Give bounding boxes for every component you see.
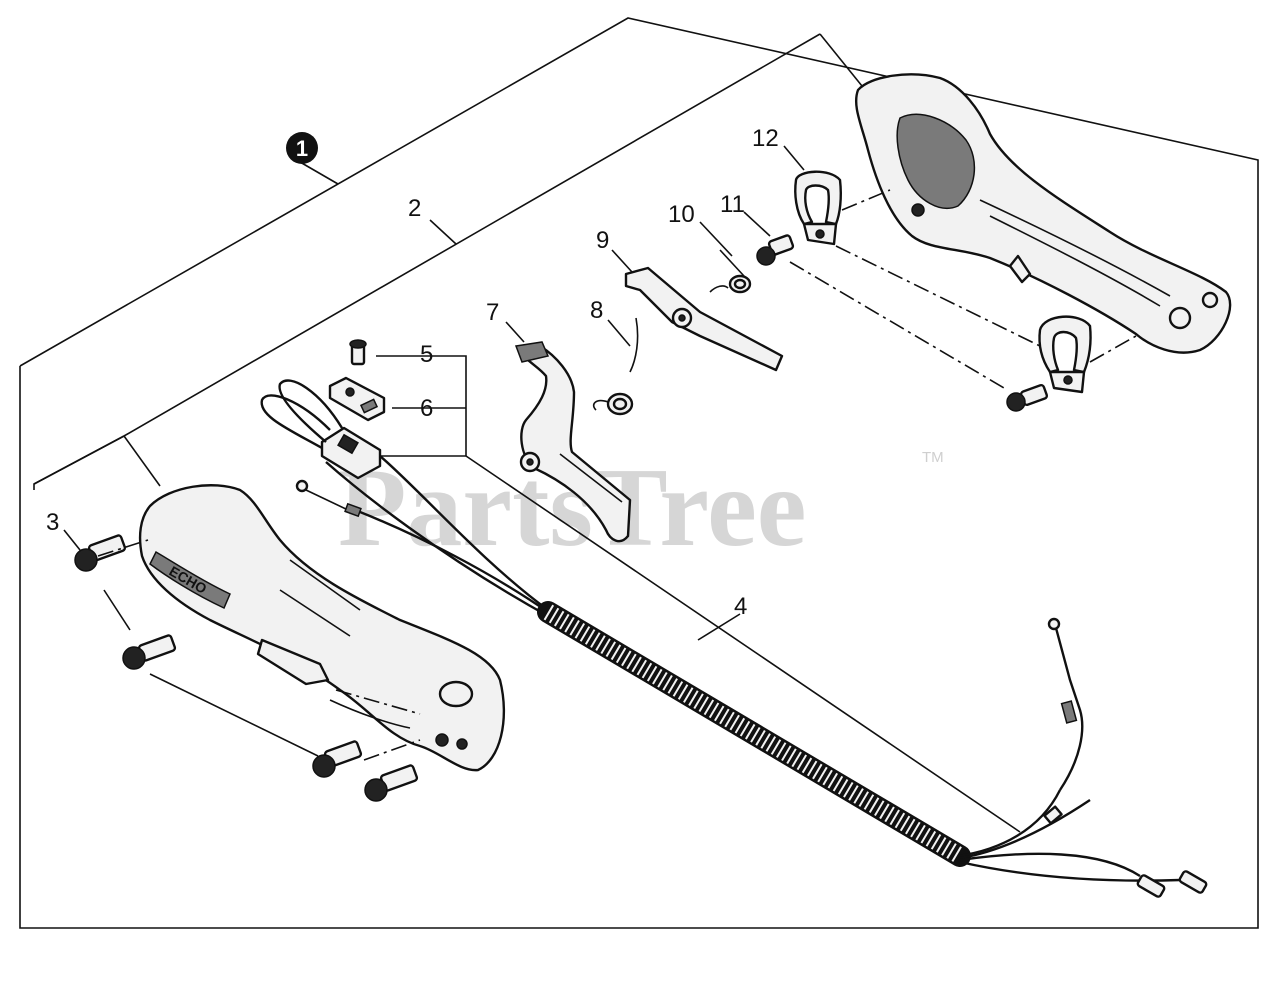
subassembly-2-frame-top [123,33,821,437]
screw-11-lower [1006,383,1049,412]
callout-11: 11 [720,191,745,218]
leader-4 [697,613,741,641]
plate-6 [328,376,386,422]
align-line-screw-3d [363,739,421,761]
clamp-12-lower [1038,315,1092,394]
callout-12: 12 [752,125,779,152]
callout-4: 4 [734,593,747,620]
align-line-clamp-handle [1089,335,1137,363]
lockout-lever-9 [624,266,784,372]
callout-5: 5 [420,341,433,368]
callout-7: 7 [486,299,499,326]
screw-5 [349,339,367,366]
screw-3-b [122,634,177,670]
front-handle-half: ECHO [138,484,506,772]
bracket-5 [376,355,467,456]
callout-1-text: 1 [296,136,308,161]
leader-3 [63,529,81,551]
throttle-trigger-7 [514,341,632,543]
leader-11 [743,211,771,237]
subassembly-2-frame-left [33,435,125,485]
subassembly-2-leader-left [123,435,161,487]
align-line-screw-3a [97,539,149,557]
align-line-clamp-upper [841,189,891,211]
align-line-screw-3b [103,589,131,631]
stop-switch-assembly [260,379,382,480]
assembly-frame [19,17,1259,929]
clamp-12-upper [794,170,842,246]
callout-8: 8 [590,297,603,324]
callout-10: 10 [668,201,695,228]
leader-2 [429,219,457,245]
screw-3-c [312,740,363,778]
callout-6: 6 [420,395,433,422]
callout-9: 9 [596,227,609,254]
screw-11-upper [756,234,795,266]
align-line-screw-3c [149,673,319,757]
screw-3-d [364,764,419,802]
subassembly-2-leader-right [819,33,863,87]
callout-3: 3 [46,509,59,536]
watermark-trademark: TM [922,449,944,466]
leader-9 [611,249,633,273]
leader-8 [607,319,631,347]
screw-3-a [74,534,127,572]
throttle-cable-4 [295,455,1208,898]
align-line-clamp-lower [835,245,1041,347]
align-line-screw-lower [789,261,1005,389]
leader-7 [505,321,525,343]
leader-1 [299,161,339,185]
leader-12 [783,145,805,171]
leader-4-line [465,455,1021,833]
callout-1-badge: 1 [286,132,318,164]
callout-2: 2 [408,195,421,222]
rear-handle-half [854,73,1232,354]
spring-8 [592,317,639,416]
leader-10 [699,221,733,257]
spring-10 [709,249,752,294]
